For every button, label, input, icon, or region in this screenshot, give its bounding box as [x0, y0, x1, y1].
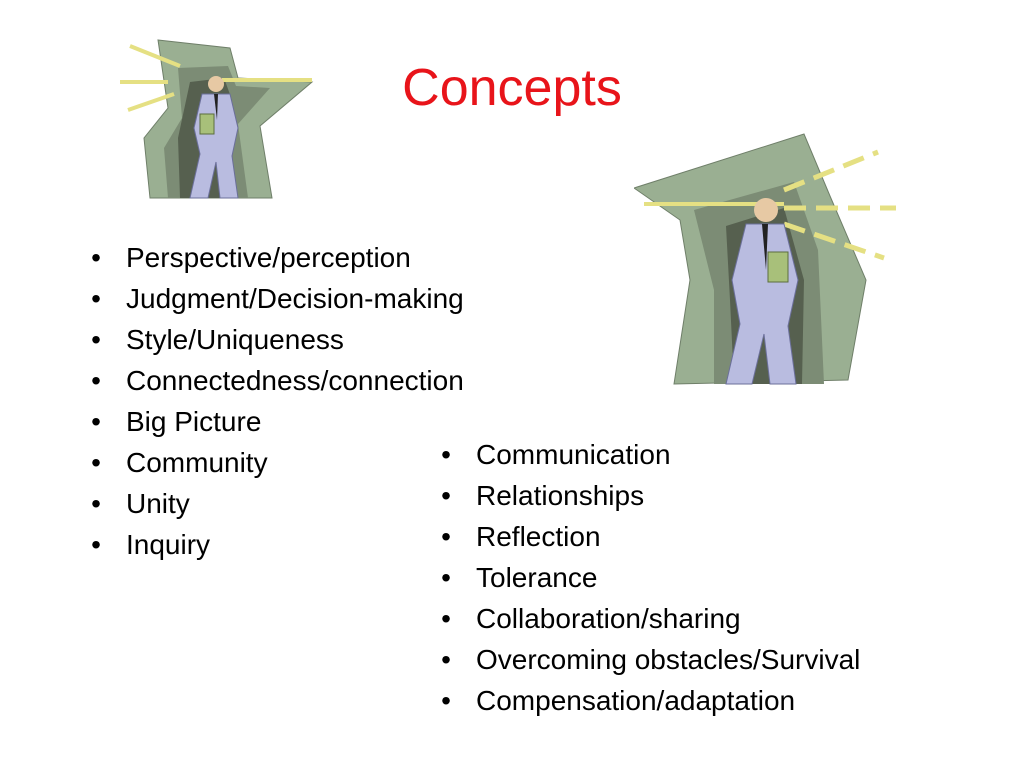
bullet-marker: • [91, 242, 101, 273]
list-item: • Community [86, 442, 464, 483]
list-item: • Overcoming obstacles/Survival [436, 639, 860, 680]
list-item: • Big Picture [86, 401, 464, 442]
bullet-marker: • [91, 324, 101, 355]
bullet-marker: • [91, 406, 101, 437]
list-item-text: Big Picture [126, 406, 262, 437]
list-item: • Perspective/perception [86, 237, 464, 278]
bullet-marker: • [441, 521, 451, 552]
list-item-text: Unity [126, 488, 190, 519]
list-item: • Tolerance [436, 557, 860, 598]
bullet-list-left: • Perspective/perception • Judgment/Decisi… [86, 237, 464, 565]
list-item: • Communication [436, 434, 860, 475]
bullet-marker: • [441, 644, 451, 675]
bullet-marker: • [91, 447, 101, 478]
list-item: • Unity [86, 483, 464, 524]
bullet-marker: • [441, 562, 451, 593]
list-item-text: Collaboration/sharing [476, 603, 741, 634]
bullet-marker: • [441, 439, 451, 470]
list-item: • Connectedness/connection [86, 360, 464, 401]
bullet-marker: • [441, 603, 451, 634]
bullet-marker: • [91, 488, 101, 519]
bullet-marker: • [441, 685, 451, 716]
man-in-light-clipart [120, 39, 314, 199]
list-item-text: Relationships [476, 480, 645, 511]
bullet-marker: • [441, 480, 451, 511]
list-item: • Collaboration/sharing [436, 598, 860, 639]
list-item-text: Perspective/perception [126, 242, 411, 273]
list-item-text: Judgment/Decision-making [126, 283, 464, 314]
list-item-text: Style/Uniqueness [126, 324, 344, 355]
bullet-marker: • [91, 365, 101, 396]
list-item-text: Reflection [476, 521, 601, 552]
list-item: • Judgment/Decision-making [86, 278, 464, 319]
list-item: • Style/Uniqueness [86, 319, 464, 360]
bullet-marker: • [91, 529, 101, 560]
list-item-text: Communication [476, 439, 671, 470]
list-item: • Reflection [436, 516, 860, 557]
list-item-text: Overcoming obstacles/Survival [476, 644, 861, 675]
bullet-list-right: • Communication • Relationships • Reflectio… [436, 434, 860, 721]
slide-title: Concepts [402, 59, 622, 117]
list-item-text: Tolerance [476, 562, 598, 593]
list-item-text: Compensation/adaptation [476, 685, 796, 716]
list-item: • Inquiry [86, 524, 464, 565]
bullet-marker: • [91, 283, 101, 314]
list-item: • Compensation/adaptation [436, 680, 860, 721]
list-item-text: Inquiry [126, 529, 211, 560]
list-item-text: Connectedness/connection [126, 365, 464, 396]
man-in-light-clipart [634, 133, 896, 385]
list-item: • Relationships [436, 475, 860, 516]
list-item-text: Community [126, 447, 268, 478]
